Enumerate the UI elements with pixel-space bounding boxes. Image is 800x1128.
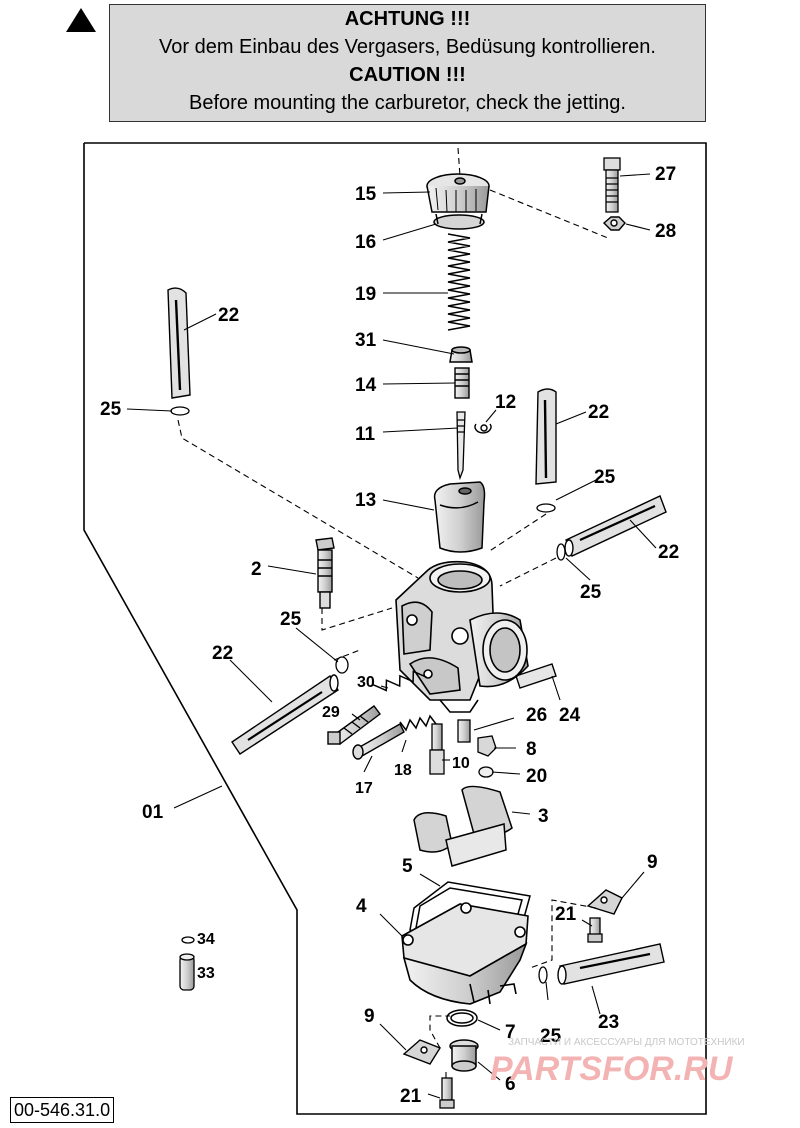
callout-22-right: 22 — [658, 542, 679, 563]
oring-34 — [181, 936, 195, 944]
pilot-jet — [429, 723, 445, 775]
callout-29: 29 — [322, 704, 340, 721]
callout-5: 5 — [402, 856, 413, 877]
drain-plug-oring — [446, 1009, 478, 1027]
float-bowl — [401, 902, 529, 1005]
caution-notice-box: ACHTUNG !!! Vor dem Einbau des Vergasers… — [109, 4, 706, 122]
main-jet — [477, 735, 497, 757]
hose-clip — [170, 406, 566, 984]
mixing-chamber-cap — [426, 173, 490, 213]
callout-22-right-top: 22 — [588, 402, 609, 423]
callout-21-bottom: 21 — [400, 1086, 422, 1107]
main-jet-washer — [478, 766, 494, 778]
float — [413, 785, 513, 867]
callout-8: 8 — [526, 739, 537, 760]
callout-12: 12 — [495, 392, 516, 413]
callout-21-top: 21 — [555, 904, 577, 925]
callout-9-top: 9 — [647, 852, 658, 873]
idle-adjust-screw — [327, 705, 381, 746]
throttle-spring — [447, 233, 471, 331]
callout-4: 4 — [356, 896, 367, 917]
callout-9-bottom: 9 — [364, 1006, 375, 1027]
callout-22-left: 22 — [212, 643, 233, 664]
drain-plug — [449, 1039, 479, 1072]
notice-german-text: Vor dem Einbau des Vergasers, Bedüsung k… — [159, 36, 656, 58]
callout-17: 17 — [355, 780, 373, 797]
jet-needle — [456, 411, 466, 481]
callout-labels: 15 16 19 31 14 11 12 13 27 28 22 25 22 2… — [100, 164, 679, 1107]
callout-15: 15 — [355, 184, 377, 205]
spring-seat — [449, 346, 473, 363]
bowl-bracket-bottom — [402, 1039, 442, 1065]
carburetor-body — [395, 560, 529, 713]
idle-screw — [603, 157, 621, 213]
callout-2: 2 — [251, 559, 262, 580]
needle-clip — [474, 423, 492, 434]
callout-6: 6 — [505, 1074, 516, 1095]
callout-7: 7 — [505, 1022, 516, 1043]
throttle-stop-screw — [315, 537, 335, 609]
notice-german-heading: ACHTUNG !!! — [344, 8, 471, 30]
callout-25-left: 25 — [280, 609, 302, 630]
idle-screw-nut — [602, 216, 626, 231]
needle-clip-holder — [454, 367, 470, 399]
vent-hose-left-top — [167, 287, 191, 399]
sleeve-33 — [179, 953, 195, 991]
callout-24: 24 — [559, 705, 581, 726]
callout-3: 3 — [538, 806, 549, 827]
callout-30: 30 — [357, 674, 375, 691]
pilot-screw — [352, 723, 405, 760]
bowl-screw-top — [587, 917, 603, 943]
watermark-tagline: ЗАПЧАСТИ И АКСЕССУАРЫ ДЛЯ МОТОТЕХНИКИ — [508, 1037, 745, 1048]
callout-23: 23 — [598, 1012, 619, 1033]
pilot-spring — [399, 714, 437, 732]
callout-25-left-top: 25 — [100, 399, 122, 420]
callout-11: 11 — [355, 424, 376, 445]
bowl-bracket-top — [586, 889, 623, 915]
assembly-lines — [177, 147, 609, 1078]
callout-25-right: 25 — [580, 582, 602, 603]
drain-hose — [557, 943, 665, 985]
warning-triangle-icon — [66, 8, 96, 32]
callout-01: 01 — [142, 802, 164, 823]
bowl-screw-bottom — [439, 1077, 455, 1109]
watermark: ЗАПЧАСТИ И АКСЕССУАРЫ ДЛЯ МОТОТЕХНИКИ PA… — [490, 1037, 745, 1088]
callout-14: 14 — [355, 375, 377, 396]
throttle-slide — [433, 481, 486, 553]
callout-13: 13 — [355, 490, 376, 511]
callout-26: 26 — [526, 705, 547, 726]
assembly-outline — [83, 142, 707, 1115]
callout-19: 19 — [355, 284, 376, 305]
vent-tube — [515, 663, 557, 689]
callout-16: 16 — [355, 232, 376, 253]
air-screw-spring — [372, 670, 427, 692]
callout-20: 20 — [526, 766, 547, 787]
cap-gasket — [433, 213, 485, 230]
callout-18: 18 — [394, 762, 412, 779]
leader-lines — [126, 173, 657, 1099]
vent-hose-right-top — [535, 388, 557, 485]
overflow-hose-left — [231, 674, 339, 755]
callout-25-right-top: 25 — [594, 467, 616, 488]
air-jet — [457, 719, 471, 743]
callout-34: 34 — [197, 931, 215, 948]
watermark-logo: PARTSFOR.RU — [490, 1050, 734, 1088]
callout-27: 27 — [655, 164, 676, 185]
overflow-hose-right — [564, 495, 667, 557]
callout-22-left-top: 22 — [218, 305, 239, 326]
callout-28: 28 — [655, 221, 676, 242]
notice-english-text: Before mounting the carburetor, check th… — [189, 92, 626, 114]
document-number: 00-546.31.0 — [10, 1097, 115, 1123]
callout-31: 31 — [355, 330, 377, 351]
notice-english-heading: CAUTION !!! — [349, 64, 466, 86]
callout-25-bottom: 25 — [540, 1026, 562, 1047]
callout-10: 10 — [452, 755, 470, 772]
callout-33: 33 — [197, 965, 215, 982]
